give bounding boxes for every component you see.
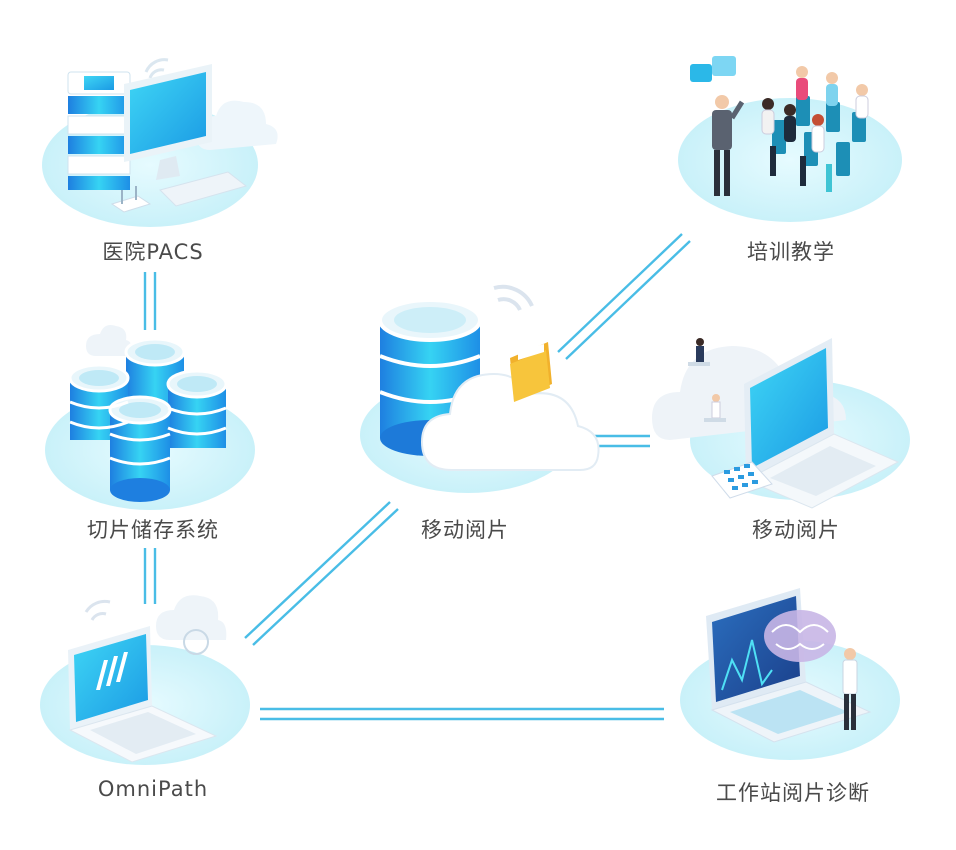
folder-icon	[510, 342, 552, 402]
chairs	[772, 96, 866, 176]
workstation-node	[680, 588, 900, 760]
audience-icon	[761, 66, 869, 192]
omnipath-logo-icon	[96, 652, 128, 690]
omnipath-label: OmniPath	[97, 777, 209, 801]
storage-node	[45, 325, 255, 510]
speaker-icon	[712, 95, 745, 196]
workstation-label: 工作站阅片诊断	[716, 781, 870, 805]
mobile-reading-node	[652, 338, 910, 509]
storage-label: 切片储存系统	[87, 518, 219, 542]
people-icon	[688, 338, 726, 422]
cloud-storage-node	[360, 284, 600, 493]
laptop-icon	[744, 338, 900, 509]
tablet-icon	[711, 461, 773, 499]
pacs-label: 医院PACS	[102, 240, 204, 264]
omnipath-node	[40, 595, 250, 765]
connector-omnipath-cloud	[244, 501, 399, 646]
speech-bubble-icon	[690, 56, 736, 82]
wifi-icon	[493, 284, 534, 311]
connector-cloud-training	[557, 233, 691, 360]
brain-icon	[764, 610, 836, 662]
server-tower-icon	[67, 71, 131, 190]
doctor-icon	[842, 648, 858, 730]
training-node	[678, 56, 902, 222]
connector-pacs-storage	[143, 272, 157, 330]
database-cluster-icon	[68, 337, 228, 502]
connector-omnipath-workstation	[260, 707, 664, 721]
monitor-icon	[124, 64, 212, 180]
pacs-node	[42, 58, 278, 227]
connector-storage-omnipath	[143, 548, 157, 604]
cloud-label: 移动阅片	[421, 518, 509, 542]
mobile-label: 移动阅片	[752, 518, 840, 542]
router-icon	[110, 186, 152, 213]
training-label: 培训教学	[747, 240, 835, 264]
connectors	[143, 233, 691, 721]
laptop-icon	[68, 626, 218, 763]
